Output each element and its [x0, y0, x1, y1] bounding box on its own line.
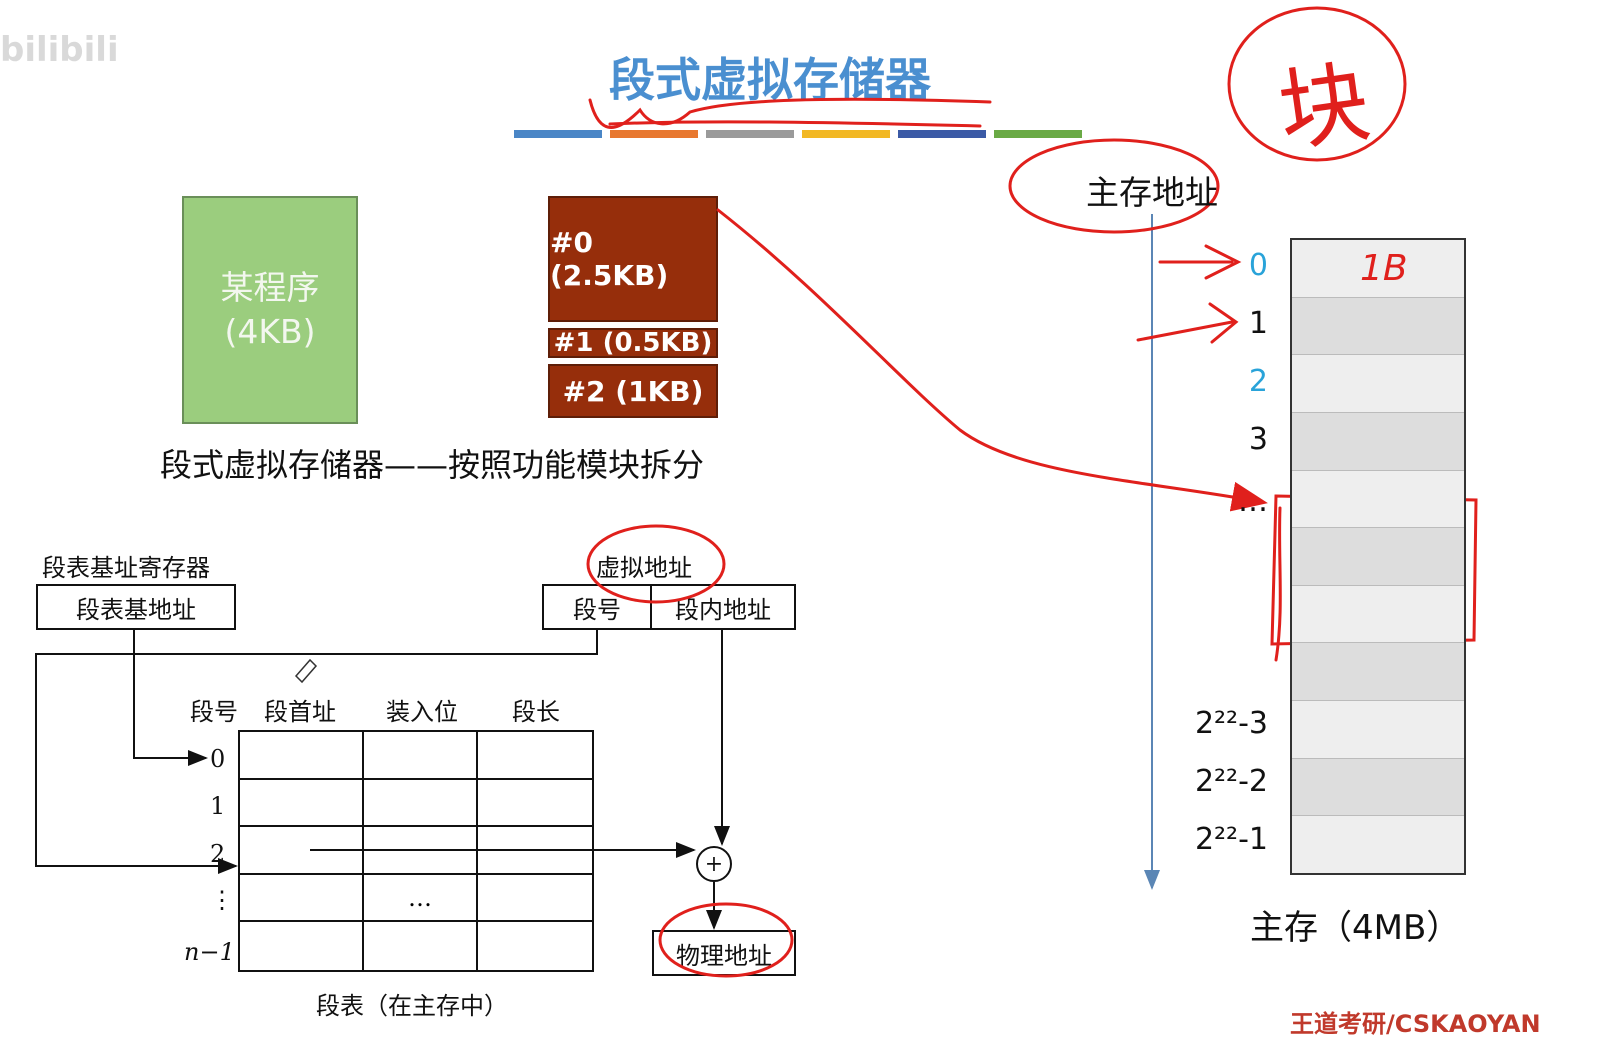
- row-label: n−1: [184, 938, 235, 966]
- table-cell: [240, 922, 364, 970]
- color-bar-segment: [802, 130, 890, 138]
- memory-address: 2²²-2: [1194, 764, 1268, 799]
- memory-cell: [1292, 643, 1464, 702]
- memory-cell: [1292, 816, 1464, 874]
- memory-cell: [1292, 240, 1464, 298]
- memory-address: 3: [1248, 422, 1268, 457]
- memory-address: 1: [1248, 306, 1268, 341]
- segment-offset-field: 段内地址: [650, 584, 796, 630]
- memory-address: 2²²-3: [1194, 706, 1268, 741]
- memory-address: …: [1238, 484, 1268, 519]
- segment-1: #1 (0.5KB): [548, 328, 718, 358]
- handwritten-block-annotation: 块: [1272, 49, 1377, 166]
- segment-number-field: 段号: [542, 584, 652, 630]
- program-block: 某程序 (4KB): [182, 196, 358, 424]
- watermark: bilibili: [0, 30, 119, 70]
- color-bar-segment: [610, 130, 698, 138]
- table-cell: [364, 779, 478, 828]
- segment-table-base-box: 段表基地址: [36, 584, 236, 630]
- col-header-present-bit: 装入位: [386, 698, 458, 726]
- footer-brand: 王道考研/CSKAOYAN: [1290, 1010, 1541, 1038]
- physical-address-box: 物理地址: [652, 930, 796, 976]
- segment-0: #0 (2.5KB): [548, 196, 718, 322]
- memory-address: 2: [1248, 364, 1268, 399]
- memory-cell: [1292, 355, 1464, 413]
- table-cell: …: [364, 874, 478, 923]
- handwritten-byte-annotation: 1B: [1360, 248, 1408, 289]
- main-memory: [1290, 238, 1466, 875]
- table-cell: [478, 875, 592, 923]
- table-cell: [478, 780, 592, 828]
- memory-cell: [1292, 470, 1464, 529]
- table-cell: [478, 732, 592, 780]
- col-header-seg-start: 段首址: [264, 698, 336, 726]
- diagram-caption: 段式虚拟存储器——按照功能模块拆分: [160, 446, 705, 484]
- row-label: ⋮: [210, 886, 234, 914]
- color-bar-segment: [706, 130, 794, 138]
- program-name: 某程序: [220, 268, 320, 307]
- memory-cell: [1292, 758, 1464, 817]
- segment-table-register-label: 段表基址寄存器: [42, 554, 210, 582]
- table-cell: [478, 827, 592, 875]
- segment-table-caption: 段表（在主存中）: [316, 992, 508, 1020]
- virtual-address-label: 虚拟地址: [596, 554, 692, 582]
- adder-icon: +: [696, 846, 732, 882]
- color-bar-segment: [898, 130, 986, 138]
- table-cell: [364, 922, 478, 970]
- row-label: 1: [210, 792, 226, 820]
- table-cell: [240, 779, 364, 828]
- col-header-seg-no: 段号: [190, 698, 238, 726]
- memory-cell: [1292, 412, 1464, 471]
- table-cell: [364, 732, 478, 780]
- memory-address: 2²²-1: [1194, 822, 1268, 857]
- segment-2: #2 (1KB): [548, 364, 718, 418]
- memory-cell: [1292, 297, 1464, 356]
- memory-cell: [1292, 585, 1464, 644]
- memory-cell: [1292, 701, 1464, 759]
- color-bar-segment: [514, 130, 602, 138]
- memory-cell: [1292, 528, 1464, 586]
- row-label: 0: [210, 745, 226, 773]
- memory-address: 0: [1248, 248, 1268, 283]
- col-header-seg-length: 段长: [512, 698, 560, 726]
- program-size: (4KB): [224, 312, 316, 351]
- main-memory-caption: 主存（4MB）: [1250, 908, 1461, 948]
- table-cell: [240, 732, 364, 780]
- table-cell: [240, 874, 364, 923]
- color-bar-segment: [994, 130, 1082, 138]
- memory-address-label: 主存地址: [1086, 173, 1218, 212]
